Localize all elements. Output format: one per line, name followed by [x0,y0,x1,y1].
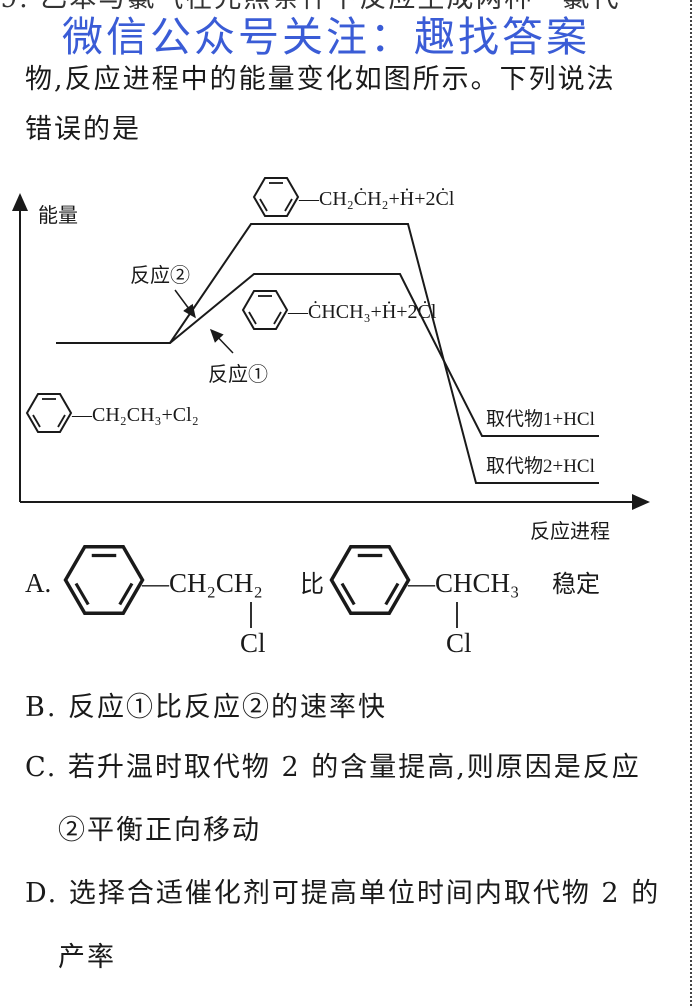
reaction-1-pointer [209,328,234,354]
option-a-suffix: 稳定 [552,571,600,598]
option-d-line-2: 产率 [58,942,116,973]
y-axis-label: 能量 [38,204,78,227]
product-2-label: 取代物2+HCl [486,455,595,477]
benzene-ring-icon [329,545,411,615]
intermediate-1-label: —ĊHCH₃+Ḣ+2Ċl [287,300,437,323]
option-b: B. 反应①比反应②的速率快 [25,692,388,723]
option-a-part1: —CH₂CH₂ [141,568,263,598]
reactant-label: —CH₂CH₃+Cl₂ [71,404,199,426]
option-a-prefix: A. [25,568,51,598]
option-c-line-1: C. 若升温时取代物 2 的含量提高,则原因是反应 [25,752,641,783]
question-line-3: 错误的是 [25,114,141,145]
option-a-cl-1: Cl [240,628,266,658]
reaction-1-label: 反应① [208,363,268,386]
reaction-2-pointer [174,289,196,319]
option-c-line-2: ②平衡正向移动 [58,815,261,846]
option-d-line-1: D. 选择合适催化剂可提高单位时间内取代物 2 的 [25,878,661,909]
option-a: A. —CH₂CH₂ 比 Cl —CHCH₃ 稳定 Cl [25,545,600,658]
question-line-1-partial: 9. 乙苯与氯气在光照条件下反应生成两种一氯代 [0,0,620,14]
x-axis-label: 反应进程 [530,520,610,543]
product-1-label: 取代物1+HCl [486,408,595,430]
option-a-part2: —CHCH₃ [407,568,519,598]
reaction-1-curve [169,273,599,437]
option-a-cl-2: Cl [446,628,472,658]
benzene-ring-icon [253,177,299,217]
intermediate-2-label: —CH₂ĊH₂+Ḣ+2Ċl [298,187,455,210]
dotted-margin-line [690,0,692,1006]
benzene-ring-icon [63,545,145,615]
benzene-ring-icon [242,290,288,330]
benzene-ring-icon [26,393,72,433]
option-a-compare: 比 [300,571,324,598]
reaction-2-curve [56,223,599,484]
question-line-2: 物,反应进程中的能量变化如图所示。下列说法 [25,64,616,95]
watermark: 微信公众号关注：趣找答案 [62,13,590,61]
reaction-2-label: 反应② [130,264,190,287]
